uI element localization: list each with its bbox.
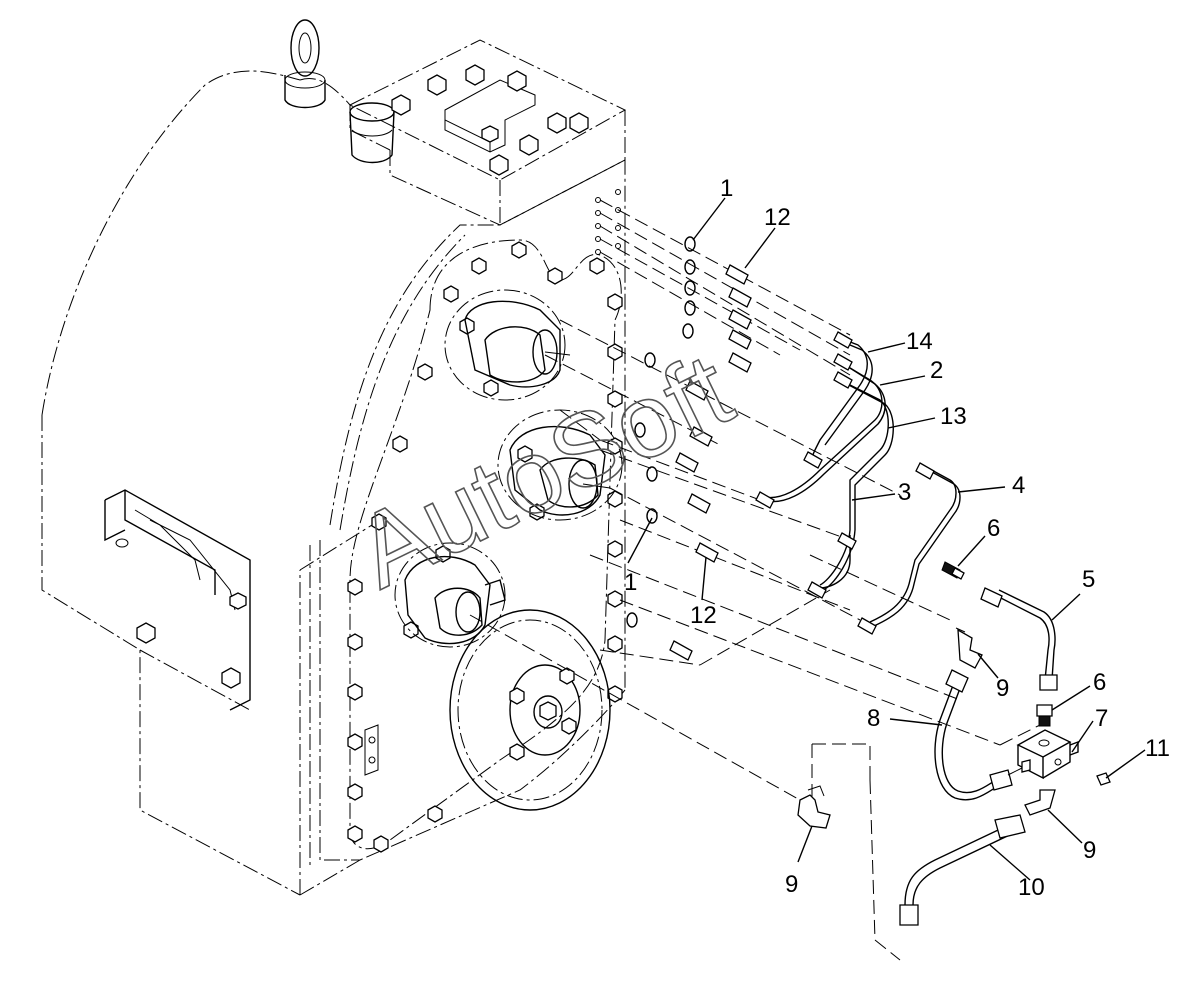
manifold-block-7 [1016, 729, 1079, 780]
callout-5: 5 [1082, 566, 1095, 593]
leader-lines [627, 197, 1146, 881]
callout-14: 14 [906, 328, 933, 355]
breather-cap [349, 102, 395, 164]
elbow-9-bottom [797, 785, 831, 829]
hydraulic-tubes [755, 331, 961, 635]
exploded-lines [469, 199, 1041, 961]
callout-1-mid: 1 [624, 569, 637, 596]
callout-3: 3 [898, 479, 911, 506]
tube-8 [934, 669, 1023, 801]
callout-4: 4 [1012, 472, 1025, 499]
housing-bolts [347, 241, 623, 853]
elbow-9-mid [955, 627, 983, 669]
lower-pump [394, 542, 506, 648]
housing-ports [595, 189, 621, 255]
callout-labels: 1 12 14 2 13 3 4 1 12 6 5 9 6 8 7 11 9 1… [624, 175, 1170, 901]
callout-9-bottom: 9 [785, 871, 798, 898]
washers [626, 236, 696, 628]
plug-11 [1096, 772, 1111, 786]
top-cover-bolts [391, 64, 589, 176]
tube-10 [899, 814, 1026, 926]
callout-2: 2 [930, 357, 943, 384]
fitting-6-lower [1036, 704, 1053, 727]
lifting-eye [284, 19, 326, 109]
callout-10: 10 [1018, 874, 1045, 901]
fitting-6-upper [941, 561, 965, 580]
callout-6-top: 6 [987, 515, 1000, 542]
fittings [669, 264, 752, 661]
transmission-housing-outline [41, 70, 391, 896]
mounting-bracket [104, 489, 379, 776]
callout-12-top: 12 [764, 204, 791, 231]
flywheel-disc [449, 609, 611, 811]
callout-7: 7 [1095, 705, 1108, 732]
callout-8: 8 [867, 705, 880, 732]
callout-12-mid: 12 [690, 602, 717, 629]
callout-13: 13 [940, 403, 967, 430]
callout-9-right: 9 [1083, 837, 1096, 864]
callout-6-low: 6 [1093, 669, 1106, 696]
callout-1-top: 1 [720, 175, 733, 202]
callout-11: 11 [1145, 735, 1170, 762]
elbow-9-right [1024, 789, 1056, 816]
upper-pump [444, 289, 571, 401]
tube-5 [980, 587, 1058, 691]
callout-9-mid: 9 [996, 675, 1009, 702]
